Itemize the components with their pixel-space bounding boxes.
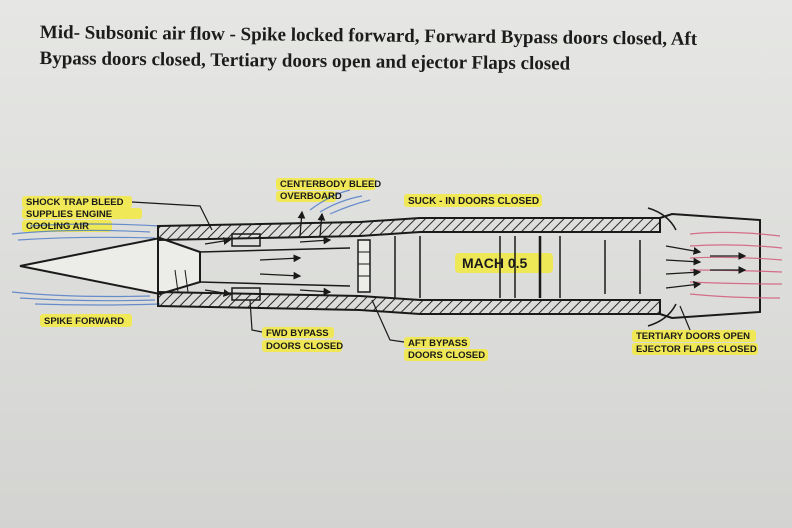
- intake-airflow: [11, 189, 371, 306]
- internal-flow-arrows: [204, 210, 332, 297]
- label-tertiary-line1: TERTIARY DOORS OPEN: [636, 331, 750, 342]
- label-centerbody-line2: OVERBOARD: [280, 191, 342, 202]
- nacelle: [157, 217, 661, 315]
- exhaust-flow: [689, 231, 783, 299]
- label-fwd-bypass-line1: FWD BYPASS: [266, 328, 329, 339]
- label-fwd-bypass-line2: DOORS CLOSED: [266, 341, 343, 352]
- label-aft-bypass-line2: DOORS CLOSED: [408, 350, 485, 361]
- label-highlights: [22, 178, 758, 361]
- exhaust-arrows: [665, 245, 747, 289]
- label-centerbody-line1: CENTERBODY BLEED: [280, 179, 381, 190]
- leader-lines: [131, 201, 691, 343]
- label-tertiary-line2: EJECTOR FLAPS CLOSED: [636, 344, 757, 355]
- label-shock-trap-line3: COOLING AIR: [26, 221, 89, 232]
- label-aft-bypass-line1: AFT BYPASS: [408, 338, 467, 349]
- label-shock-trap-line2: SUPPLIES ENGINE: [26, 209, 112, 220]
- inlet-spike: [19, 236, 201, 296]
- label-spike-forward: SPIKE FORWARD: [44, 316, 124, 327]
- ejector-nozzle: [647, 207, 761, 327]
- label-suck-in-doors: SUCK - IN DOORS CLOSED: [408, 196, 539, 207]
- label-shock-trap-line1: SHOCK TRAP BLEED: [26, 197, 124, 208]
- label-mach: MACH 0.5: [462, 255, 528, 271]
